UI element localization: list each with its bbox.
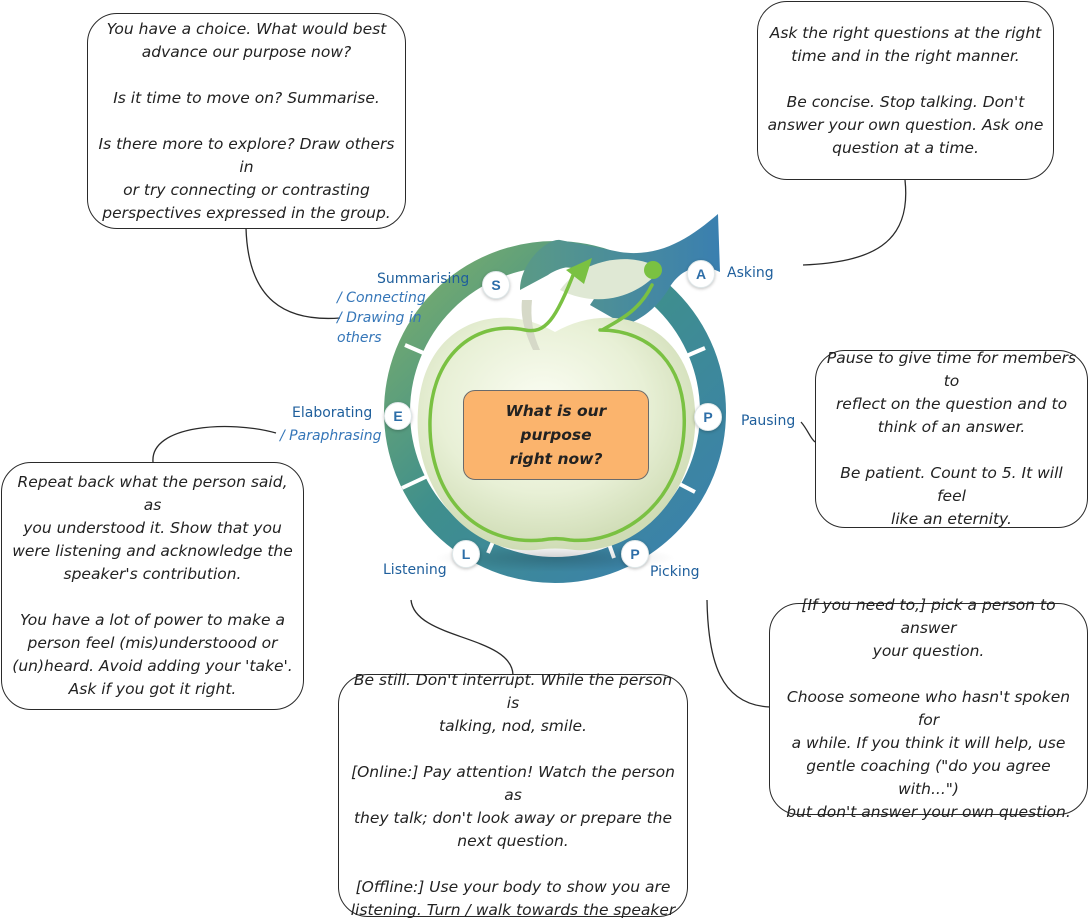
label-pausing: Pausing xyxy=(741,413,796,429)
note-pausing-line-1: Pause to give time for members to reflec… xyxy=(826,349,1077,436)
apple-arrow-dot xyxy=(644,261,662,279)
apple-arrowhead xyxy=(566,258,592,284)
apple-outline-arrow xyxy=(428,268,686,543)
note-summarising-line-1: You have a choice. What would best advan… xyxy=(106,19,387,61)
note-listening-line-2: [Online:] Pay attention! Watch the perso… xyxy=(351,763,675,850)
connector-pausing xyxy=(800,421,816,443)
label-asking: Asking xyxy=(727,265,774,281)
note-picking-line-2: Choose someone who hasn't spoken for a w… xyxy=(786,688,1071,821)
apple-shadow xyxy=(435,544,675,572)
label-summarising: Summarising xyxy=(377,271,470,287)
note-asking: Ask the right questions at the right tim… xyxy=(757,1,1054,180)
note-listening-line-1: Be still. Don't interrupt. While the per… xyxy=(353,671,673,735)
note-picking-line-1: [If you need to,] pick a person to answe… xyxy=(801,596,1056,660)
note-pausing-line-2: Be patient. Count to 5. It will feel lik… xyxy=(840,464,1063,528)
note-listening: Be still. Don't interrupt. While the per… xyxy=(338,671,688,919)
badge-listening: L xyxy=(452,540,480,568)
note-elaborating-line-2: You have a lot of power to make a person… xyxy=(12,611,293,698)
note-summarising: You have a choice. What would best advan… xyxy=(87,13,406,229)
badge-summarising: S xyxy=(482,271,510,299)
apple-stem xyxy=(521,300,540,350)
sublabel-elaborating: / Paraphrasing xyxy=(280,428,382,444)
note-asking-line-2: Be concise. Stop talking. Don't answer y… xyxy=(767,92,1044,157)
purpose-box: What is our purpose right now? xyxy=(463,390,649,480)
badge-elaborating: E xyxy=(384,402,412,430)
note-elaborating-line-1: Repeat back what the person said, as you… xyxy=(12,473,293,583)
sublabel-summarising: / Connecting / Drawing in others xyxy=(337,290,426,346)
label-listening: Listening xyxy=(383,562,447,578)
note-listening-line-3: [Offline:] Use your body to show you are… xyxy=(350,878,676,919)
note-summarising-line-2: Is it time to move on? Summarise. xyxy=(113,88,380,107)
label-picking: Picking xyxy=(650,564,700,580)
note-elaborating: Repeat back what the person said, as you… xyxy=(1,462,304,710)
note-pausing: Pause to give time for members to reflec… xyxy=(815,349,1088,528)
label-elaborating: Elaborating xyxy=(292,405,373,421)
badge-pausing: P xyxy=(694,403,722,431)
badge-asking: A xyxy=(687,260,715,288)
connector-picking xyxy=(706,599,771,708)
note-picking: [If you need to,] pick a person to answe… xyxy=(769,596,1088,821)
connector-listening xyxy=(410,599,514,676)
badge-picking: P xyxy=(621,540,649,568)
connector-asking xyxy=(802,179,907,266)
connector-elaborating xyxy=(152,425,277,463)
connector-lines xyxy=(152,179,907,708)
note-asking-line-1: Ask the right questions at the right tim… xyxy=(769,23,1042,65)
connector-summarising xyxy=(245,227,341,320)
note-summarising-line-3: Is there more to explore? Draw others in… xyxy=(98,134,395,222)
